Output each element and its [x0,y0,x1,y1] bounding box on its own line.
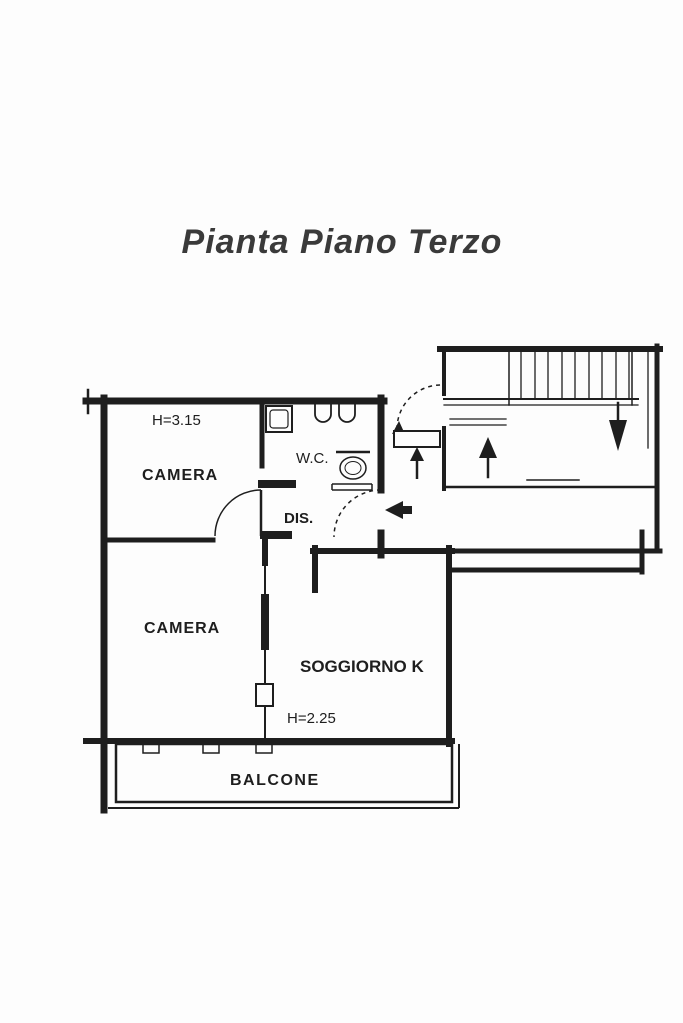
shower-icon [265,405,293,433]
bidet-icon [338,404,356,423]
landing-door-swing [392,384,442,448]
plan-title: Pianta Piano Terzo [182,223,503,261]
entrance-arrow-icon [385,501,412,519]
stair-treads [520,351,630,400]
wc-fixtures [265,404,373,491]
camera1-door-swing [214,489,263,537]
radiator-icon [331,483,373,491]
balcony-outline [108,742,460,809]
balcone-label: BALCONE [230,772,320,789]
apartment-walls [82,388,455,814]
stairs-up-arrow-icon [479,437,497,479]
toilet-icon [336,450,370,480]
landing-up-arrow-icon [410,447,424,479]
dis-label: DIS. [284,510,313,527]
soggiorno-height-label: H=2.25 [287,710,336,727]
camera2-label: CAMERA [144,620,220,637]
staircase [437,343,663,553]
stairs-down-arrow-icon [609,401,627,451]
adjacent-walls [449,529,663,575]
entrance-door-swing [333,489,382,538]
wc-label: W.C. [296,450,329,467]
sink-icon [314,404,332,423]
camera1-height-label: H=3.15 [152,412,201,429]
soggiorno-label: SOGGIORNO K [300,657,424,676]
camera1-label: CAMERA [142,467,218,484]
